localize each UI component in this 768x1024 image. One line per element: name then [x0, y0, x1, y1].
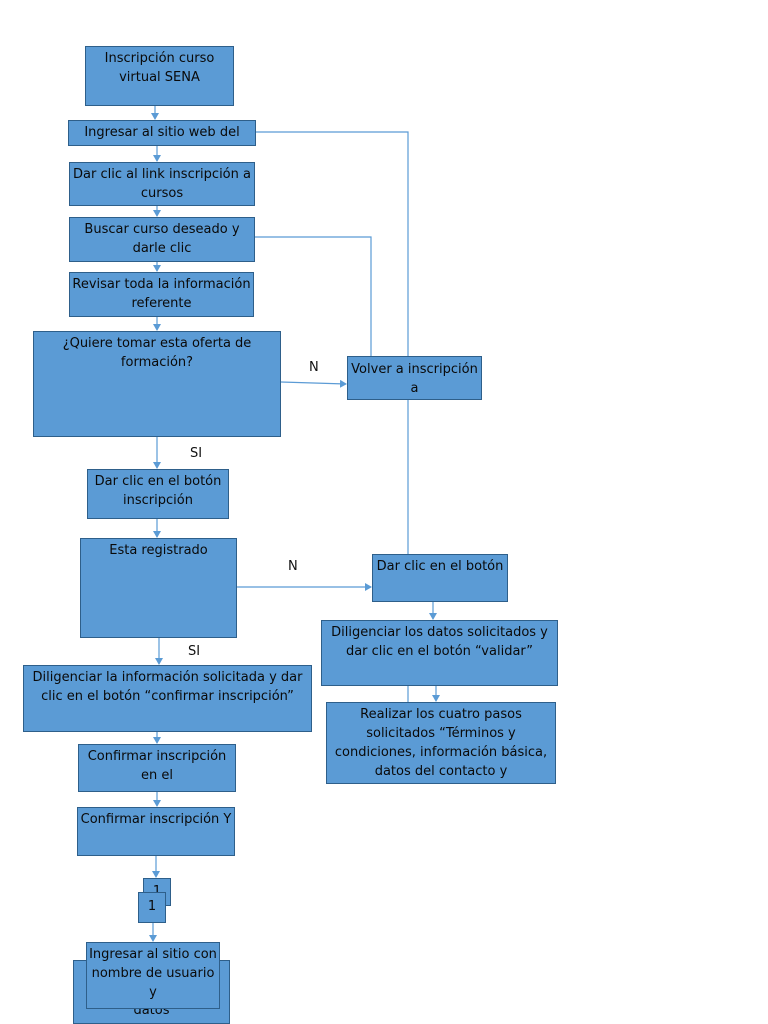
node-buscar-curso: Buscar curso deseado y darle clic: [69, 217, 255, 262]
label-no-quiere: N: [309, 360, 319, 375]
node-confirmar-2: Confirmar inscripción Y: [77, 807, 235, 856]
label-si-registrado: SI: [188, 644, 201, 659]
connector-1-front: 1: [138, 892, 166, 923]
node-dar-clic-boton-left: Dar clic en el botón inscripción: [87, 469, 229, 519]
label-no-registrado: N: [288, 559, 298, 574]
node-volver: Volver a inscripción a: [347, 356, 482, 400]
node-dar-clic-link: Dar clic al link inscripción a cursos: [69, 162, 255, 206]
node-confirmar-1: Confirmar inscripción en el: [78, 744, 236, 792]
decision-esta-registrado: Esta registrado: [80, 538, 237, 638]
node-diligenciar-datos: Diligenciar los datos solicitados y dar …: [321, 620, 558, 686]
node-ingresar-sitio: Ingresar al sitio web del: [68, 120, 256, 146]
arrow-quiere-no-to-volver: [280, 379, 347, 388]
node-dar-clic-boton-right: Dar clic en el botón: [372, 554, 508, 602]
node-inscripcion: Inscripción curso virtual SENA: [85, 46, 234, 106]
node-revisar-info: Revisar toda la información referente: [69, 272, 254, 317]
line-ingresar-to-right: [256, 131, 409, 554]
node-diligenciar-info: Diligenciar la información solicitada y …: [23, 665, 312, 732]
node-realizar-pasos: Realizar los cuatro pasos solicitados “T…: [326, 702, 556, 784]
line-volver-to-buscar: [255, 236, 372, 356]
node-ingresar-front: Ingresar al sitio con nombre de usuario …: [86, 942, 220, 1009]
decision-quiere-tomar: ¿Quiere tomar esta oferta de formación?: [33, 331, 281, 437]
label-si-quiere: SI: [190, 446, 203, 461]
